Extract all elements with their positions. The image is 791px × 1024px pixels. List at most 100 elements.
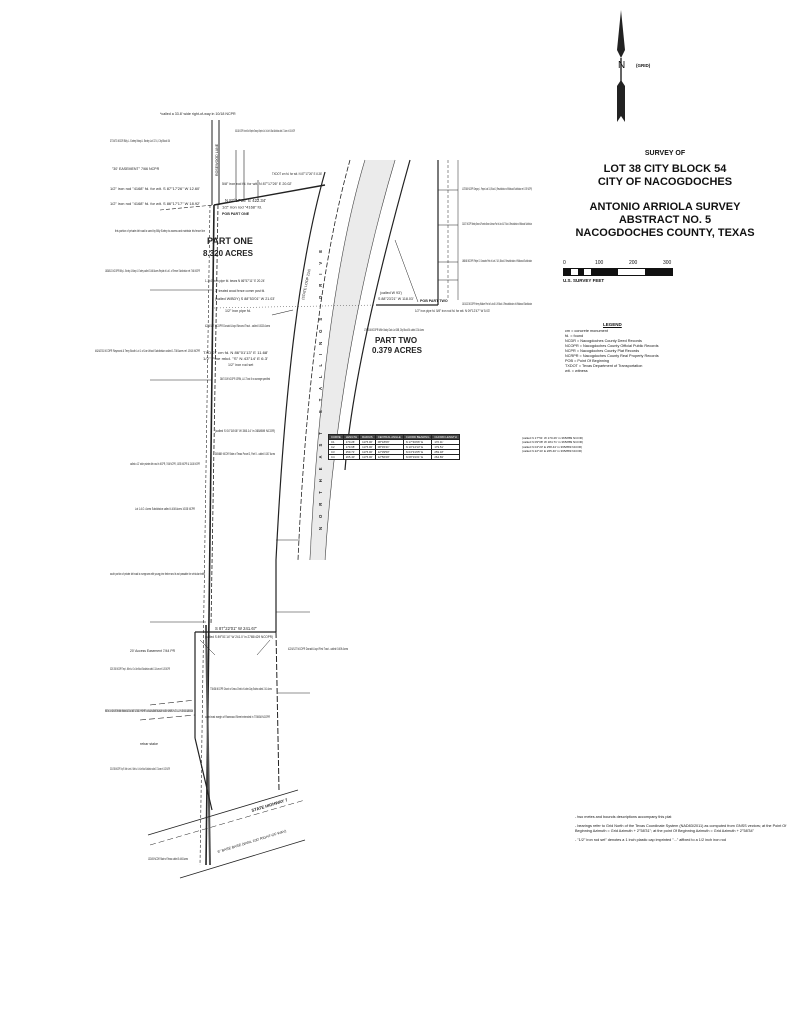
legend: LEGEND cm = concrete monument fd. = foun… (565, 322, 775, 374)
rosewood-lane-label: ROSEWOOD LANE (215, 143, 219, 176)
road-pavement (310, 160, 395, 560)
scale-tick: 200 (629, 260, 638, 266)
call-label: 1/2" iron rod "4168" fd. for wit. S 87°1… (110, 187, 200, 191)
stallings-drive-label: NORTHEAST STALLINGS DRIVE (318, 250, 323, 530)
survey-notes: - two metes and bounds descriptions acco… (575, 815, 790, 847)
owner-label: 132/85 NCDR State of Texas called 5.446 … (148, 857, 188, 861)
survey-of: SURVEY OF (644, 150, 686, 157)
west-boundary (199, 120, 220, 866)
scale-bar: 0 100 200 300 U.S. SURVEY FEET (563, 260, 673, 283)
legend-item: NCRPR = Nacogdoches County Real Property… (565, 354, 659, 358)
legend-item: NCDR = Nacogdoches County Deed Records (565, 339, 642, 343)
owner-label: 4224/127 NCOPR Donald Lloyd Second Tract… (205, 324, 270, 328)
legend-item: NCOPR = Nacogdoches County Official Publ… (565, 344, 659, 348)
curve-cell: 265.40' (342, 454, 361, 460)
note: - bearings refer to Grid North of the Te… (575, 824, 787, 833)
north-arrow-icon (617, 10, 625, 122)
owner-label: 4511/118 NCOPR Vincent Scott Shepherd Ta… (235, 129, 295, 133)
north-letter: N (618, 60, 626, 71)
driveway-note: EXISTING 16' WIDE DIRT DRIVEWAY RUNNING … (105, 709, 193, 713)
legend-item: NCPR = Nacogdoches County Plat Records (565, 349, 640, 353)
curve-called-calls: (called N 17°51' W 170.26' in 365/889 NC… (522, 436, 583, 454)
legend-item: fd. = found (565, 334, 584, 338)
title-line: CITY OF NACOGDOCHES (597, 176, 733, 188)
call-part-two-top: S 88°23'21" W 118.03' (378, 297, 414, 301)
call-label: 1/2" iron pipe fd. (225, 309, 251, 313)
access-easement: 20' Access Easement 7/44 PR (130, 649, 175, 653)
curve-header: CHORD BEARING (402, 434, 433, 440)
owner-label: 1792/168 NCOPR Willie Grady Clark Lot 38… (364, 328, 424, 332)
highway-label: STATE HIGHWAY 7 (251, 797, 289, 813)
call-label: 1-3/4" iron pipe fd. bears N 86°57'11" E… (205, 279, 265, 283)
title-line: NACOGDOCHES COUNTY, TEXAS (575, 227, 755, 239)
call-label: 5/8" iron rod fd. for wit. N 87°17'26" E… (222, 182, 292, 186)
pob-part-one: POB PART ONE (222, 212, 250, 216)
legend-item: cm = concrete monument (565, 329, 608, 333)
owner-label: 778/458 NCOPR Church of Jesus Christ of … (210, 687, 272, 691)
part-two-boundary (376, 160, 459, 306)
dirt-road-note: south portion of private dirt road is ov… (110, 572, 205, 576)
owner-label: 4224/127 NCOPR Donald Lloyd First Tract … (288, 647, 348, 651)
curve-cell: 264.83' (431, 454, 460, 460)
pob-rod: 1/2" iron rod "4168" fd. (222, 206, 262, 210)
owner-label: Lot 1 A.O. Acres Subdivision called 4.40… (135, 507, 195, 511)
curve-cell: 1175.00' (359, 449, 376, 455)
call-top: N 87°17'26" E 422.34' (225, 198, 266, 203)
owner-label: 3113/37 NCOPR Wendy Brown & Pamela Brown… (462, 222, 532, 226)
call-label: (called S 89°51'14" W 241.0' in 2765/429… (205, 635, 273, 639)
scale-tick: 0 (563, 260, 566, 266)
title-block: SURVEY OF LOT 38 CITY BLOCK 54 CITY OF N… (540, 150, 790, 240)
owner-label: 2847/319 NCOPR JSRM, LLC Tract II no acr… (220, 377, 270, 381)
curve-cell: 1175.00' (359, 454, 376, 460)
owner-label: 2020-7858 NCOPR Troy R. Miller Lorrie L.… (110, 767, 170, 771)
scale-tick: 100 (595, 260, 604, 266)
curve-called: (called N 09°08' W 184.71' in 365/889 NC… (522, 440, 583, 445)
curve-called: (called N 22°44' E 265.40' in 365/889 NC… (522, 449, 583, 454)
call-label: 3" treated wood fence corner post fd. (215, 289, 265, 293)
scale-tick: 300 (663, 260, 672, 266)
legend-item: POB = Point Of Beginning (565, 359, 610, 363)
title-line: ANTONIO ARRIOLA SURVEY (589, 201, 741, 213)
curve-cell: 1175.00' (359, 444, 376, 450)
grid-label: (GRID) (636, 63, 651, 68)
owner-label: 1472/365 NCOPR Gregory L. Payne Lots 3-5… (462, 187, 532, 191)
row-note: *called a 33.8' wide right-of-way in 10/… (160, 112, 236, 116)
owner-label: 4624/231 NCOPR Raymond & Terry Booth Lot… (95, 349, 200, 353)
stallings-sub-label: (STATE LOOP 224) (301, 269, 311, 301)
curve-cell: 1175.00' (359, 439, 376, 445)
curve-table: CURVE LENGTH RADIUS CENTRAL ANGLE CHORD … (328, 434, 460, 460)
part-two-area: 0.379 ACRES (372, 346, 423, 355)
call-label: TXDOT cm fd. for wit. N 87°17'26" E 8.38… (272, 172, 322, 176)
pob-part-two: POB PART TWO (420, 299, 448, 303)
part-two-label: PART TWO (375, 336, 417, 345)
tie-line (213, 304, 377, 309)
curve-header: RADIUS (359, 434, 376, 440)
legend-title: LEGEND (603, 322, 622, 327)
call-label: (called S 04°18'46" W 365.14' in 365/889… (215, 429, 275, 433)
call-label: TXDOT cm fd. N 86°01'13" E 11.68' (203, 351, 268, 355)
curve-cell: N 08°19'21" E (402, 454, 433, 460)
title-line: LOT 38 CITY BLOCK 54 (603, 163, 727, 175)
easement-label: "30' EASEMENT" 7/66 NCPR (112, 167, 160, 171)
dirt-road-note: this portion of private dirt road is use… (115, 229, 205, 233)
call-label: 1/2" iron rod set (228, 363, 253, 367)
curve-header: CENTRAL ANGLE (374, 434, 404, 440)
part-one-label: PART ONE (207, 236, 253, 246)
call-label: rebar stake (140, 742, 158, 746)
curve-cell: C4 (328, 454, 344, 460)
owner-label: 1161/132 NCOPR Henry Walker Part of Lots… (462, 302, 532, 306)
curve-called: (called N 04°23' E 258.44' in 365/889 NC… (522, 444, 583, 449)
owner-label: 1836/113 NCOPR Billy L. Earley & Mary A.… (105, 269, 200, 273)
call-label: 1/2" iron rod "4168" fd. for wit. S 86°1… (110, 202, 200, 206)
curve-called: (called N 17°51' W 170.26' in 365/889 NC… (522, 436, 583, 440)
call-label: 1/2" iron pipe fd. 5/8" iron rod fd. for… (415, 309, 490, 313)
highway-sub-label: 6" BASE BASE (VARL 100' RIGHT-OF-WAY) (217, 829, 287, 854)
owner-label: 2020-7858 NCOPR Terry L. Miller Lot 2 of… (110, 667, 170, 671)
dirt-road-note: called a 12' wide private dirt road in N… (130, 462, 200, 466)
call-label: (called W 93') (380, 291, 402, 295)
owner-label: 1866/60 NCOPR Felipe G. Gonzalez Part of… (462, 259, 532, 263)
part-one-area: 8.320 ACRES (203, 249, 254, 258)
margin-note: called east margin of Rosewood Street ex… (205, 715, 270, 719)
